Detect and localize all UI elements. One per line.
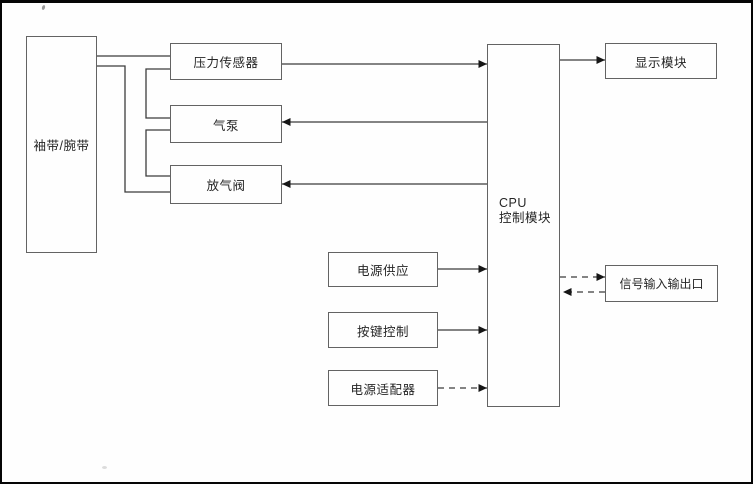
node-cuff: 袖带/腕带	[26, 36, 97, 253]
speck-artifact	[102, 466, 107, 469]
node-deflation-valve: 放气阀	[170, 165, 282, 204]
node-cpu-label: CPU 控制模块	[499, 196, 551, 226]
node-air-pump: 气泵	[170, 105, 282, 143]
node-key-control: 按键控制	[328, 312, 438, 348]
wire-cuff-to-valve	[97, 65, 170, 193]
node-air-pump-label: 气泵	[212, 118, 239, 133]
node-cuff-label: 袖带/腕带	[33, 139, 90, 153]
node-display-module-label: 显示模块	[634, 55, 687, 70]
wire-pressure-to-pump	[145, 68, 170, 119]
node-signal-io-port: 信号输入输出口	[605, 265, 718, 302]
node-power-adapter-label: 电源适配器	[350, 382, 416, 397]
wire-pump-to-valve	[145, 129, 170, 177]
node-power-supply-label: 电源供应	[356, 264, 409, 278]
node-cpu-label-line1: CPU	[499, 196, 527, 210]
node-pressure-sensor: 压力传感器	[170, 43, 282, 80]
node-cpu-control-module: CPU 控制模块	[487, 44, 560, 407]
node-pressure-sensor-label: 压力传感器	[193, 56, 259, 70]
node-deflation-valve-label: 放气阀	[206, 179, 246, 193]
node-signal-io-port-label: 信号输入输出口	[619, 277, 704, 291]
node-cpu-label-line2: 控制模块	[499, 211, 552, 225]
node-power-adapter: 电源适配器	[328, 370, 438, 406]
node-key-control-label: 按键控制	[356, 324, 409, 339]
node-power-supply: 电源供应	[328, 252, 438, 287]
node-display-module: 显示模块	[605, 43, 717, 79]
